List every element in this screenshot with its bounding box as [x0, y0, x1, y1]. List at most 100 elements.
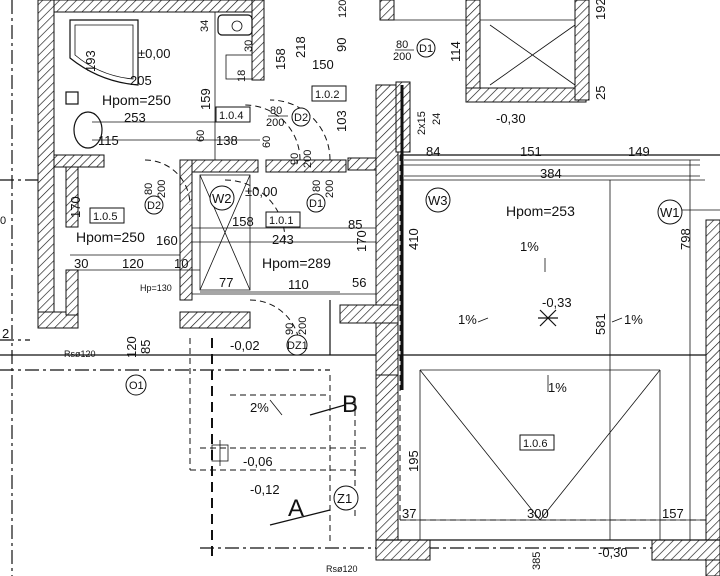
- svg-text:200: 200: [297, 317, 309, 335]
- svg-text:115: 115: [98, 133, 119, 148]
- svg-text:85: 85: [348, 217, 362, 232]
- svg-text:D2: D2: [294, 112, 308, 124]
- door-size-fractions: 80 200 80 200 80 200 90 200 80 200 90 20…: [143, 39, 414, 335]
- vertical-dimensions: 193 159 158 218 90 103 114 192 25 410 79…: [68, 0, 693, 570]
- svg-text:-0,02: -0,02: [230, 338, 260, 353]
- svg-text:158: 158: [273, 48, 288, 70]
- svg-text:581: 581: [593, 313, 608, 335]
- room-id-label: 1.0.6: [523, 438, 547, 450]
- toilet: [73, 111, 103, 149]
- svg-text:150: 150: [312, 57, 334, 72]
- room-height: Hpom=253: [506, 203, 575, 219]
- walls: [37, 0, 720, 576]
- svg-text:-0,06: -0,06: [243, 454, 273, 469]
- room-id-label: 1.0.2: [315, 89, 339, 101]
- svg-text:±0,00: ±0,00: [138, 46, 170, 61]
- svg-text:37: 37: [402, 506, 416, 521]
- svg-text:77: 77: [219, 275, 233, 290]
- room-height: Hpom=250: [76, 229, 145, 245]
- svg-text:120: 120: [337, 0, 349, 18]
- svg-text:410: 410: [406, 228, 421, 250]
- dimension-lines: [192, 159, 705, 540]
- svg-text:103: 103: [334, 110, 349, 132]
- svg-text:1%: 1%: [624, 312, 643, 327]
- svg-text:243: 243: [272, 232, 294, 247]
- horizontal-dimensions: 205 253 115 138 150 84 151 149 384 158 2…: [74, 57, 684, 521]
- svg-text:18: 18: [236, 70, 248, 82]
- svg-text:Hp=130: Hp=130: [140, 283, 172, 293]
- svg-text:193: 193: [83, 50, 98, 72]
- svg-text:Rsø120: Rsø120: [326, 564, 358, 574]
- svg-text:-0,30: -0,30: [598, 545, 628, 560]
- section-mark: A: [288, 495, 304, 522]
- svg-text:80: 80: [143, 183, 155, 195]
- svg-text:85: 85: [138, 340, 153, 354]
- svg-text:149: 149: [628, 144, 650, 159]
- svg-text:D1: D1: [419, 43, 433, 55]
- svg-text:151: 151: [520, 144, 542, 159]
- section-mark: B: [342, 391, 358, 418]
- svg-text:195: 195: [406, 450, 421, 472]
- svg-text:80: 80: [311, 180, 323, 192]
- svg-text:159: 159: [198, 88, 213, 110]
- svg-text:-0,33: -0,33: [542, 295, 572, 310]
- svg-text:1%: 1%: [548, 380, 567, 395]
- svg-text:200: 200: [324, 180, 336, 198]
- svg-text:DZ1: DZ1: [287, 340, 308, 352]
- svg-text:D1: D1: [309, 198, 323, 210]
- drain-symbol: [538, 309, 558, 327]
- svg-text:10: 10: [174, 256, 188, 271]
- svg-text:200: 200: [266, 117, 284, 129]
- svg-text:W1: W1: [660, 205, 680, 220]
- svg-text:80: 80: [396, 39, 408, 51]
- svg-text:205: 205: [130, 73, 152, 88]
- slope-arrows: [269, 258, 623, 416]
- svg-text:56: 56: [352, 275, 366, 290]
- svg-text:34: 34: [199, 20, 211, 32]
- svg-text:110: 110: [288, 277, 309, 292]
- svg-text:160: 160: [156, 233, 178, 248]
- svg-text:385: 385: [531, 552, 543, 570]
- svg-text:200: 200: [393, 51, 411, 63]
- edge-mark: 0: [0, 215, 6, 227]
- svg-text:157: 157: [662, 506, 684, 521]
- svg-text:60: 60: [261, 136, 273, 148]
- svg-text:80: 80: [270, 105, 282, 117]
- floor-drain: [65, 91, 79, 105]
- elevation-marks: ±0,00 ±0,00 -0,30 -0,33 -0,02 -0,06 -0,1…: [138, 46, 628, 560]
- svg-text:D2: D2: [147, 200, 161, 212]
- svg-text:170: 170: [354, 230, 369, 252]
- svg-text:84: 84: [426, 144, 440, 159]
- svg-text:114: 114: [448, 41, 463, 62]
- svg-text:200: 200: [302, 150, 314, 168]
- svg-text:2x15: 2x15: [416, 111, 428, 135]
- svg-text:Z1: Z1: [337, 491, 352, 506]
- svg-text:253: 253: [124, 110, 146, 125]
- svg-text:2%: 2%: [250, 400, 269, 415]
- room-id-label: 1.0.4: [219, 110, 243, 122]
- bathtub: [69, 19, 139, 86]
- svg-text:90: 90: [284, 323, 296, 335]
- svg-text:218: 218: [293, 36, 308, 58]
- svg-text:1%: 1%: [520, 239, 539, 254]
- svg-text:±0,00: ±0,00: [245, 184, 277, 199]
- svg-text:Rsø120: Rsø120: [64, 349, 96, 359]
- section-cut-lines: [211, 404, 346, 526]
- svg-text:60: 60: [195, 130, 207, 142]
- svg-text:30: 30: [74, 256, 88, 271]
- svg-text:170: 170: [68, 196, 83, 218]
- slope-labels: 1% 1% 1% 1% 2%: [250, 239, 643, 415]
- svg-text:-0,30: -0,30: [496, 111, 526, 126]
- notes: Hp=130 Rsø120 Rsø120 2x15 24: [64, 111, 443, 574]
- svg-text:384: 384: [540, 166, 562, 181]
- svg-text:798: 798: [678, 228, 693, 250]
- svg-text:120: 120: [122, 256, 144, 271]
- interior-lines: [70, 12, 720, 541]
- svg-text:25: 25: [593, 86, 608, 100]
- svg-text:300: 300: [527, 506, 549, 521]
- wall-tags: W1 W2 W3: [209, 185, 683, 225]
- svg-text:200: 200: [156, 180, 168, 198]
- edge-mark: 2: [2, 326, 9, 341]
- svg-text:158: 158: [232, 214, 254, 229]
